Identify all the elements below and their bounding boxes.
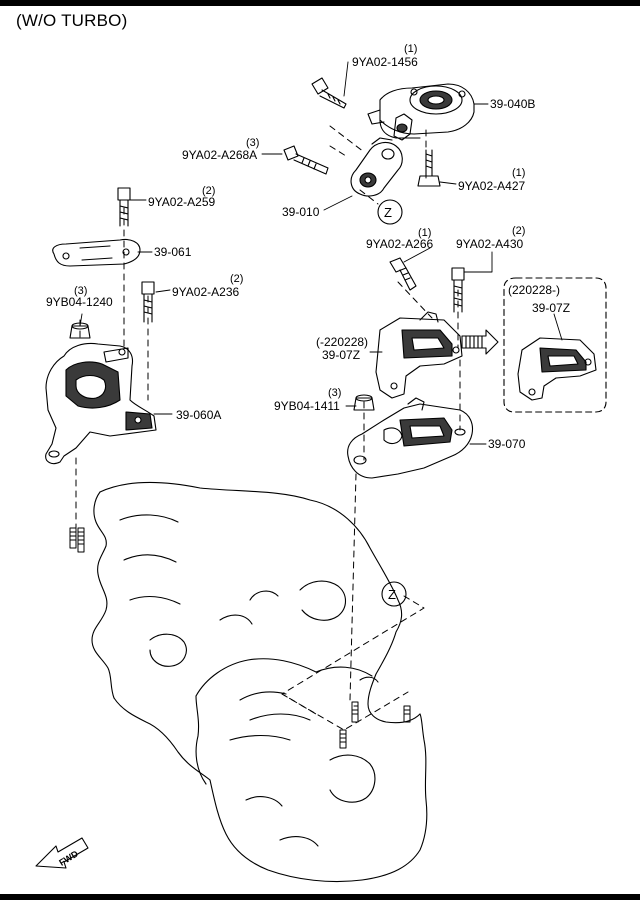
label-39-040b: 39-040B [490,97,535,111]
z-label-lower: Z [388,587,396,602]
label-39-07z-late: 39-07Z [532,301,570,315]
bolt-9ya02-a427 [417,149,441,187]
label-9yb04-1411: 9YB04-1411 [274,399,340,413]
label-39-07z-early: 39-07Z [322,348,360,362]
qty-9yb04-1411: (3) [328,387,341,399]
label-9yb04-1240: 9YB04-1240 [46,295,113,309]
qty-9ya02-1456: (1) [404,43,417,55]
bottom-rule [0,894,640,900]
date-39-07z-late: (220228-) [508,283,560,297]
qty-9ya02-a236: (2) [230,273,243,285]
nut-9yb04-1240 [69,322,91,339]
bolt-9ya02-a430 [451,267,465,313]
label-9ya02-a427: 9YA02-A427 [458,179,525,193]
bracket-39-070 [347,397,474,479]
bolt-9ya02-a236 [141,281,155,323]
qty-9ya02-a430: (2) [512,225,525,237]
label-9ya02-a266: 9YA02-A266 [366,237,433,251]
qty-9ya02-a266: (1) [418,227,431,239]
date-39-07z-early: (-220228) [316,335,368,349]
later-part-box [503,277,607,413]
bracket-39-061 [52,238,141,267]
engine-studs-left [69,527,85,553]
qty-9ya02-a268a: (3) [246,137,259,149]
bracket-39-07z-late [517,337,597,401]
fwd-arrow-icon [35,837,89,869]
bolt-9ya02-1456 [311,77,347,109]
z-reference-mark-upper [377,199,403,225]
bolt-9ya02-a266 [389,257,417,291]
label-39-010: 39-010 [282,205,320,219]
replacement-arrow-icon [461,329,499,355]
top-rule [0,0,640,6]
label-39-061: 39-061 [154,245,192,259]
qty-9yb04-1240: (3) [74,285,87,297]
label-9ya02-a259: 9YA02-A259 [148,195,215,209]
z-label-upper: Z [384,205,392,220]
diagram-title: (W/O TURBO) [16,11,128,30]
label-9ya02-a236: 9YA02-A236 [172,285,239,299]
label-9ya02-a430: 9YA02-A430 [456,237,523,251]
z-reference-mark-lower [381,581,407,607]
mount-39-040b [367,83,475,141]
label-9ya02-a268a: 9YA02-A268A [182,148,257,162]
qty-9ya02-a427: (1) [512,167,525,179]
label-9ya02-1456: 9YA02-1456 [352,55,418,69]
engine-block-outline [91,482,428,883]
bracket-39-07z-early [375,311,463,399]
mount-39-060a [45,342,157,465]
engine-studs-right [339,701,411,749]
leader-lines [79,61,563,445]
callout-labels: (1) 9YA02-1456 39-040B (3) 9YA02-A268A (… [46,43,570,868]
fwd-label: FWD [57,848,80,868]
label-39-060a: 39-060A [176,408,221,422]
label-39-070: 39-070 [488,437,526,451]
link-arm-39-010 [350,137,403,197]
qty-9ya02-a259: (2) [202,185,215,197]
bolt-9ya02-a268a [283,145,329,175]
